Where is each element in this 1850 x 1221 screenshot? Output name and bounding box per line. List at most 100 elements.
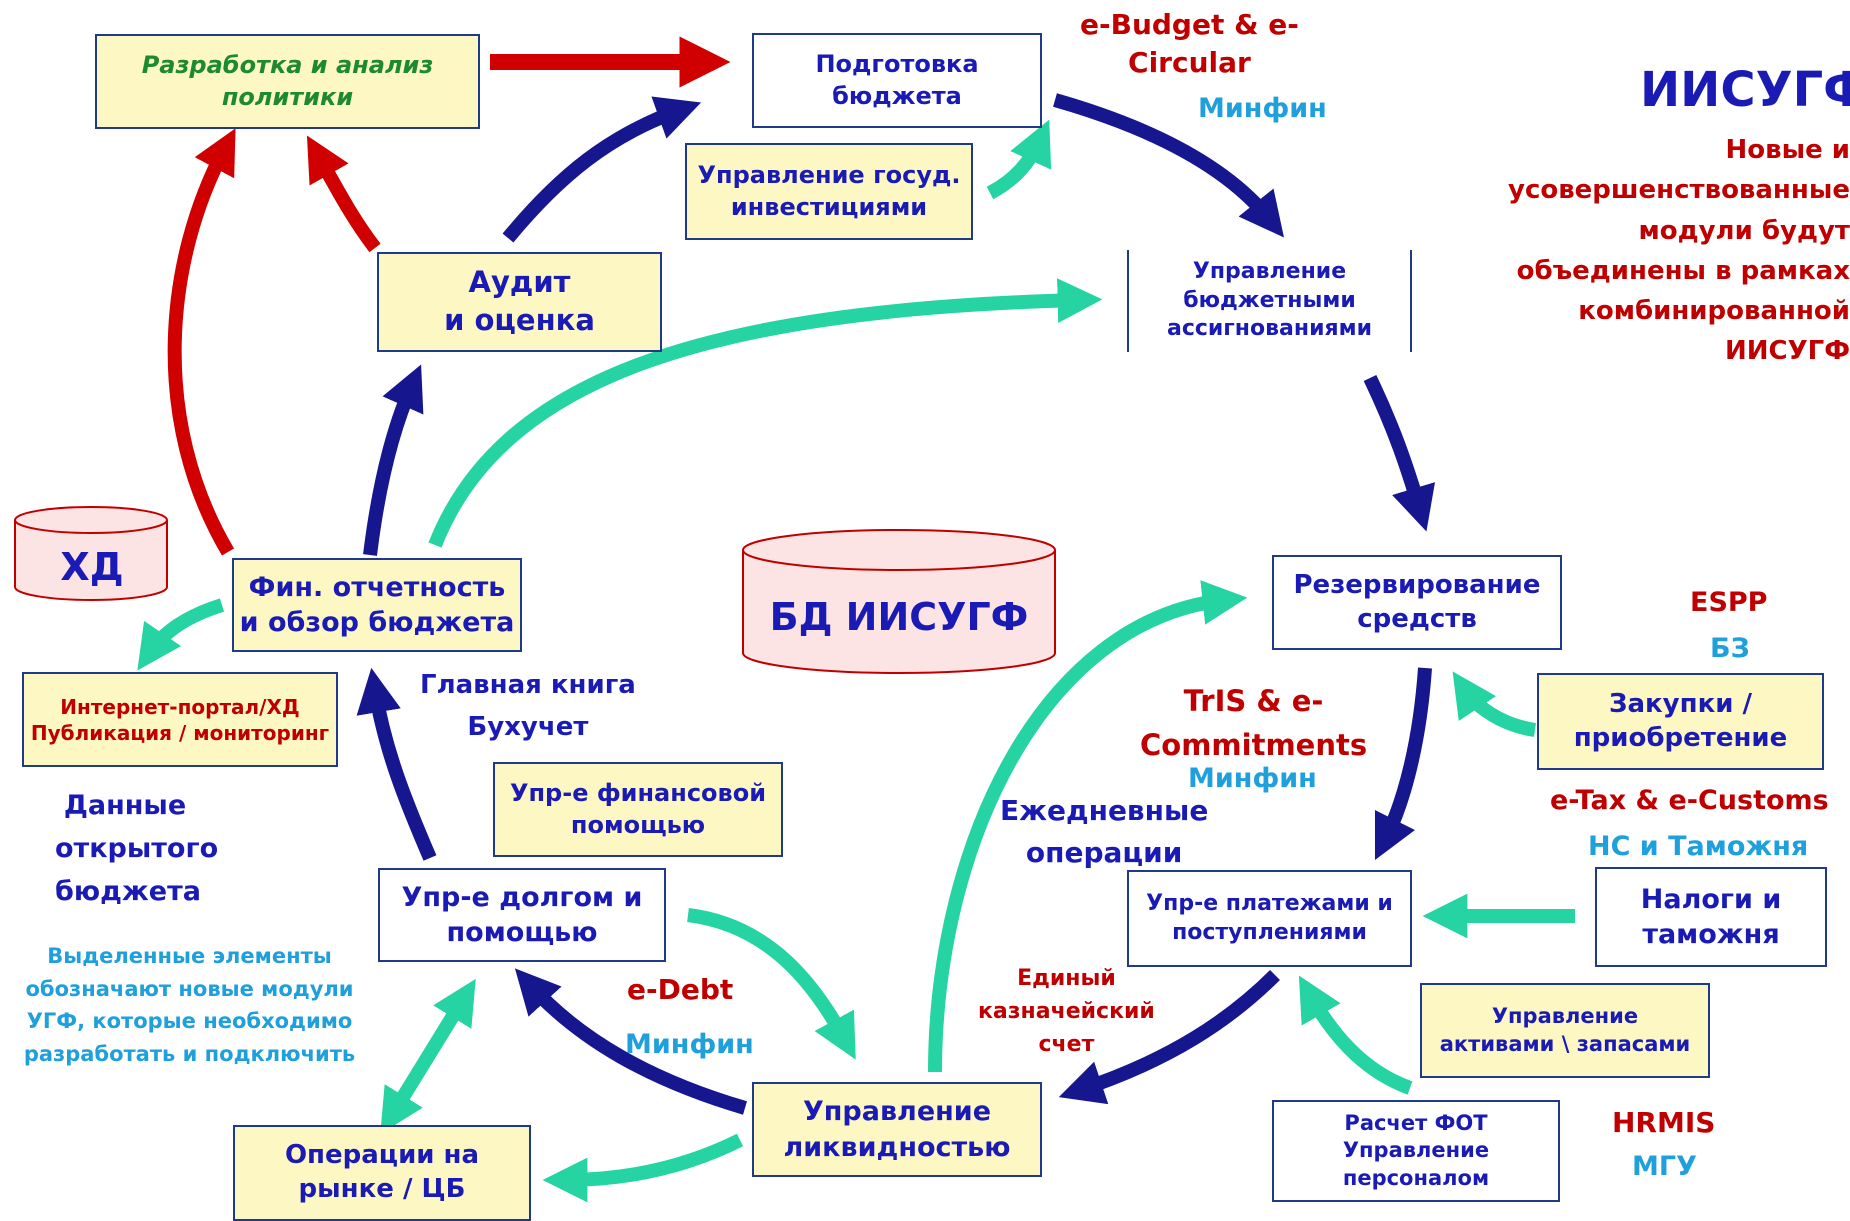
portal-box: Интернет-портал/ХД Публикация / монитори… — [22, 672, 338, 767]
daily-ops-line-2: операции — [1025, 836, 1183, 869]
audit-line-1: Аудит — [468, 265, 571, 300]
liquidity-box: Управление ликвидностью — [752, 1082, 1042, 1177]
allocations-box: Управление бюджетными ассигнованиями — [1127, 250, 1412, 352]
market-box: Операции на рынке / ЦБ — [233, 1125, 531, 1221]
reservation-line-2: средств — [1357, 603, 1477, 634]
allocations-line-1: Управление — [1192, 259, 1347, 285]
liquidity-line-1: Управление — [802, 1096, 992, 1128]
open-budget-line-2: открытого — [55, 833, 219, 865]
main-database-icon — [742, 529, 1056, 674]
subtitle-line-3: модули будут — [1638, 215, 1850, 246]
arrow-audit-to-policy — [306, 135, 381, 253]
ebudget-line-2: Circular — [1128, 45, 1251, 79]
payments-line-2: поступлениями — [1172, 919, 1367, 945]
arrow-liquidity-to-market — [542, 1133, 744, 1203]
arrow-audit-to-budget — [502, 96, 702, 243]
fin-aid-line-1: Упр-е финансовой — [509, 779, 767, 808]
subtitle-text: Новые и усовершенствованные модули будут… — [1508, 130, 1850, 372]
ledger-line-2: Бухучет — [467, 711, 589, 742]
invest-line-2: инвестициями — [730, 192, 928, 221]
arrow-liquidity-to-reservation — [928, 580, 1248, 1073]
taxes-line-2: таможня — [1642, 919, 1780, 950]
arrow-finreport-to-portal — [137, 598, 225, 671]
tris-line-1: TrIS & e- — [1183, 684, 1324, 718]
procurement-line-1: Закупки / — [1609, 688, 1752, 719]
tris-label: TrIS & e- Commitments — [1140, 680, 1367, 767]
legend-note-line-4: разработать и подключить — [23, 1041, 356, 1066]
portal-line-2: Публикация / мониторинг — [30, 720, 330, 745]
open-budget-line-1: Данные — [63, 790, 187, 821]
invest-box: Управление госуд. инвестициями — [685, 143, 973, 240]
fin-report-line-2: и обзор бюджета — [239, 607, 515, 638]
fin-report-line-1: Фин. отчетность — [248, 571, 506, 603]
payroll-line-1: Расчет ФОТ — [1344, 1111, 1488, 1136]
subtitle-line-6: ИИСУГФ — [1725, 336, 1850, 367]
debt-line-1: Упр-е долгом и — [401, 881, 643, 913]
reservation-line-1: Резервирование — [1293, 569, 1541, 600]
reservation-box: Резервирование средств — [1272, 555, 1562, 650]
policy-line-1: Разработка и анализ — [141, 51, 434, 80]
market-line-2: рынке / ЦБ — [298, 1174, 466, 1204]
legend-note-line-3: УГФ, которые необходимо — [26, 1009, 353, 1034]
ebudget-label: e-Budget & e- Circular — [1080, 6, 1299, 82]
tris-org-label: Минфин — [1188, 763, 1317, 794]
assets-line-2: активами \ запасами — [1439, 1031, 1691, 1056]
subtitle-line-1: Новые и — [1725, 135, 1850, 165]
payments-box: Упр-е платежами и поступлениями — [1127, 870, 1412, 967]
arrow-liquidity-to-debt — [514, 968, 747, 1115]
budget-prep-line-1: Подготовка — [815, 50, 979, 79]
edebt-label: e-Debt — [627, 973, 734, 1006]
fin-aid-line-2: помощью — [570, 810, 706, 839]
assets-line-1: Управление — [1491, 1004, 1639, 1029]
open-budget-line-3: бюджета — [55, 876, 201, 908]
debt-box: Упр-е долгом и помощью — [378, 868, 666, 962]
payroll-line-3: персоналом — [1342, 1165, 1490, 1190]
liquidity-line-2: ликвидностью — [783, 1131, 1011, 1163]
taxes-box: Налоги и таможня — [1595, 867, 1827, 967]
subtitle-line-4: объединены в рамках — [1516, 255, 1850, 286]
arrow-invest-to-budget — [986, 119, 1052, 200]
edebt-org-label: Минфин — [625, 1029, 754, 1060]
arrow-finreport-to-policy — [167, 128, 236, 556]
legend-note: Выделенные элементы обозначают новые мод… — [22, 940, 357, 1070]
arrow-budget-to-allocations — [1053, 93, 1285, 238]
procurement-line-2: приобретение — [1573, 722, 1788, 753]
audit-box: Аудит и оценка — [377, 252, 662, 352]
hrmis-label: HRMIS — [1612, 1106, 1716, 1139]
allocations-line-2: бюджетными — [1183, 287, 1356, 313]
arrow-finreport-to-allocations — [428, 278, 1103, 548]
fin-aid-box: Упр-е финансовой помощью — [493, 762, 783, 857]
arrow-debt-market-bidirectional — [380, 978, 476, 1135]
debt-line-2: помощью — [446, 917, 598, 948]
tsa-label: Единый казначейский счет — [978, 962, 1155, 1061]
payroll-box: Расчет ФОТ Управление персоналом — [1272, 1100, 1560, 1202]
hrmis-org-label: МГУ — [1632, 1151, 1697, 1182]
arrow-reservation-to-payments — [1374, 667, 1432, 861]
tsa-line-3: счет — [1038, 1032, 1095, 1057]
subtitle-line-5: комбинированной — [1578, 296, 1850, 327]
tsa-line-1: Единый — [1017, 966, 1116, 991]
subtitle-line-2: усовершенствованные — [1508, 175, 1850, 206]
budget-prep-line-2: бюджета — [832, 81, 962, 110]
arrow-debt-to-liquidity — [687, 908, 856, 1060]
arrow-allocations-to-reservation — [1363, 374, 1436, 532]
assets-box: Управление активами \ запасами — [1420, 983, 1710, 1078]
main-database-label: БД ИИСУГФ — [769, 595, 1029, 639]
legend-note-line-1: Выделенные элементы — [47, 944, 332, 968]
market-line-1: Операции на — [284, 1140, 480, 1171]
fin-report-box: Фин. отчетность и обзор бюджета — [232, 558, 522, 652]
tris-line-2: Commitments — [1140, 727, 1368, 762]
allocations-line-3: ассигнованиями — [1166, 316, 1373, 342]
arrow-finreport-to-audit — [363, 364, 424, 556]
open-budget-label: Данные открытого бюджета — [55, 784, 219, 914]
etax-org-label: НС и Таможня — [1588, 831, 1809, 862]
ledger-line-1: Главная книга — [420, 670, 636, 700]
legend-note-line-2: обозначают новые модули — [25, 976, 354, 1001]
tsa-line-2: казначейский — [978, 999, 1155, 1024]
hd-database-icon — [14, 506, 168, 601]
hd-database-label: ХД — [60, 545, 124, 589]
etax-label: e-Tax & e-Customs — [1550, 785, 1829, 816]
daily-ops-label: Ежедневные операции — [1000, 790, 1208, 874]
espp-label: ESPP — [1690, 587, 1768, 618]
